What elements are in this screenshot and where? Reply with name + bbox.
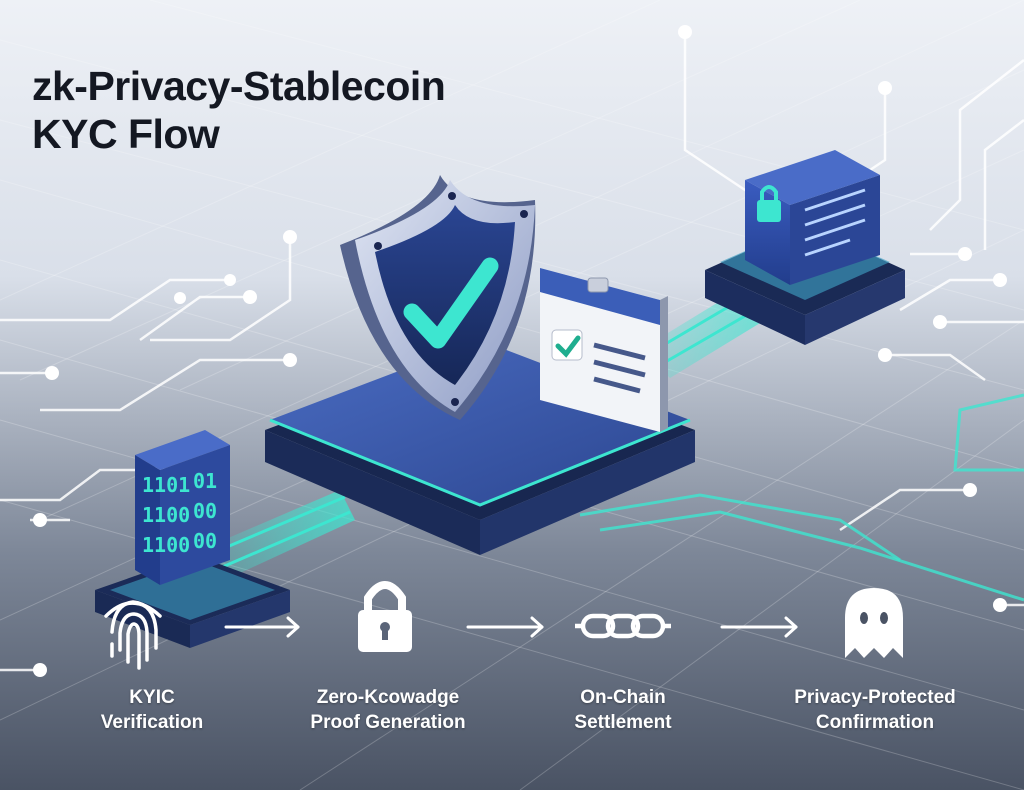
step-label-settlement: On-Chain Settlement bbox=[513, 685, 733, 735]
ghost-icon bbox=[845, 588, 903, 658]
binary-sub-row-1: 01 bbox=[193, 469, 217, 493]
page-title: zk-Privacy-Stablecoin KYC Flow bbox=[32, 62, 446, 158]
step-1-line-2: Verification bbox=[100, 712, 204, 733]
glow-traces bbox=[579, 393, 1024, 602]
arrow-2 bbox=[466, 616, 544, 638]
step-3-line-1: On-Chain bbox=[580, 687, 666, 708]
binary-data-module: 1101 1100 1100 01 00 00 bbox=[95, 430, 290, 648]
arrow-1 bbox=[224, 616, 300, 638]
step-2-line-1: Zero-Kcowadge bbox=[316, 687, 460, 708]
secure-server-cube bbox=[705, 150, 905, 345]
shield-check-icon bbox=[340, 175, 536, 420]
step-label-confirmation: Privacy-Protected Confirmation bbox=[765, 685, 985, 735]
padlock-icon bbox=[358, 581, 412, 652]
step-3-line-2: Settlement bbox=[574, 712, 672, 733]
title-line-2: KYC Flow bbox=[32, 111, 220, 157]
binary-sub-row-2: 00 bbox=[193, 499, 217, 523]
flow-arrows bbox=[224, 616, 798, 638]
binary-row-2: 1100 bbox=[142, 503, 190, 527]
beam-left bbox=[212, 490, 355, 580]
step-1-line-1: KYIC bbox=[129, 687, 175, 708]
binary-row-1: 1101 bbox=[142, 473, 190, 497]
arrow-3 bbox=[720, 616, 798, 638]
step-4-line-1: Privacy-Protected bbox=[794, 687, 956, 708]
title-line-1: zk-Privacy-Stablecoin bbox=[32, 63, 446, 109]
id-card-icon bbox=[540, 268, 668, 432]
step-label-zk-proof: Zero-Kcowadge Proof Generation bbox=[278, 685, 498, 735]
binary-sub-row-3: 00 bbox=[193, 529, 217, 553]
step-label-kyc: KYIC Verification bbox=[42, 685, 262, 735]
binary-row-3: 1100 bbox=[142, 533, 190, 557]
chain-icon bbox=[575, 613, 671, 639]
fingerprint-icon bbox=[104, 600, 162, 670]
step-4-line-2: Confirmation bbox=[815, 712, 935, 733]
step-2-line-2: Proof Generation bbox=[310, 712, 466, 733]
